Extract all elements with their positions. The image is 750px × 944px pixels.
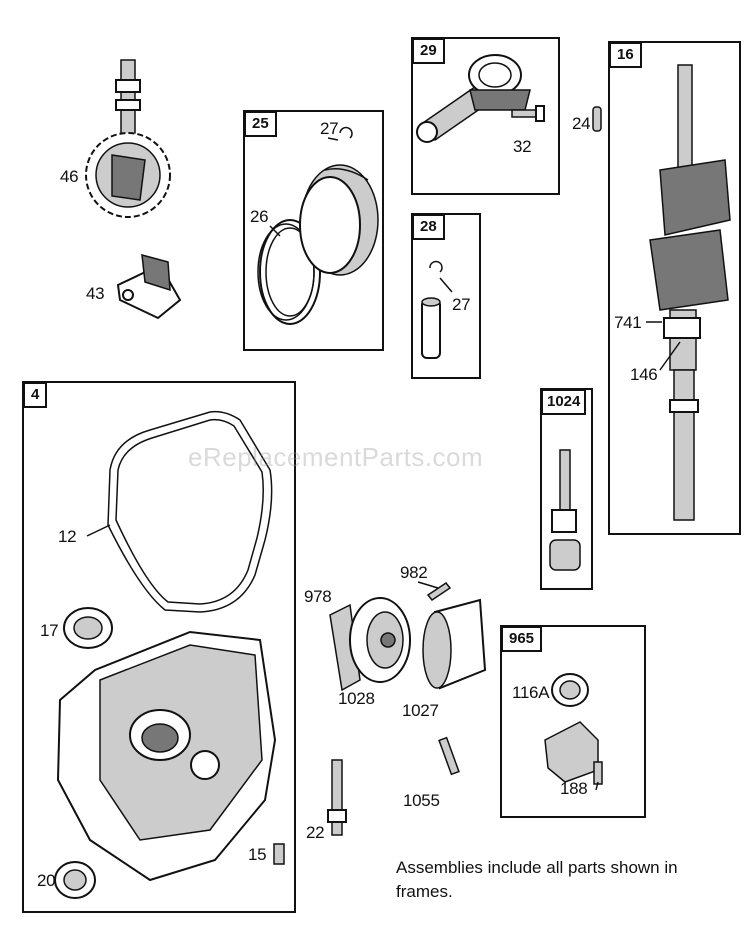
part-label-1028: 1028 [338, 689, 375, 708]
frame-tag-29: 29 [412, 38, 445, 64]
frame-16: 16 [608, 41, 741, 535]
frame-tag-4: 4 [23, 382, 48, 408]
governor-drawing [116, 253, 182, 320]
screw-drawing [426, 581, 452, 602]
part-label-43: 43 [86, 284, 105, 303]
gasket-drawing [107, 410, 273, 613]
frame-25: 25 [243, 110, 384, 351]
cover-plate-drawing [544, 721, 599, 783]
part-label-116a: 116A [512, 683, 550, 702]
leader-lines [86, 137, 681, 791]
oil-seal-drawing [54, 861, 96, 899]
retainer-clip-drawing [339, 126, 353, 139]
part-label-1027: 1027 [402, 701, 439, 720]
wrist-pin-clip-drawing [429, 260, 443, 273]
oil-filter-drawing [422, 598, 487, 690]
part-label-26: 26 [250, 207, 269, 226]
part-label-12: 12 [58, 527, 77, 546]
frame-965: 965 [500, 625, 646, 818]
frame-tag-965: 965 [501, 626, 543, 652]
drain-plug-drawing [273, 843, 285, 865]
connecting-rod-drawing [416, 54, 531, 143]
part-label-32: 32 [513, 137, 532, 156]
frame-28: 28 [411, 213, 481, 379]
wrist-pin-drawing [421, 297, 441, 359]
part-label-27-piston: 27 [320, 119, 339, 138]
oil-pump-drawing [549, 449, 581, 571]
stud-drawing [327, 759, 347, 836]
part-label-188: 188 [560, 779, 588, 798]
frame-1024: 1024 [540, 388, 593, 590]
part-label-24: 24 [572, 114, 591, 133]
crankshaft-drawing [649, 64, 731, 521]
part-label-146: 146 [630, 365, 658, 384]
part-label-741: 741 [614, 313, 642, 332]
part-label-27-pin: 27 [452, 295, 471, 314]
pin-drawing [438, 736, 460, 776]
frame-tag-16: 16 [609, 42, 642, 68]
part-label-46: 46 [60, 167, 79, 186]
watermark-text: eReplacementParts.com [188, 442, 484, 472]
frame-tag-25: 25 [244, 111, 277, 137]
part-label-17: 17 [40, 621, 59, 640]
piston-drawing [299, 164, 379, 276]
camshaft-gear-drawing [85, 59, 171, 218]
frame-29: 29 [411, 37, 560, 195]
part-label-982: 982 [400, 563, 428, 582]
cover-screw-drawing [593, 761, 603, 785]
assemblies-note: Assemblies include all parts shown in fr… [396, 858, 678, 901]
frame-tag-28: 28 [412, 214, 445, 240]
part-label-20: 20 [37, 871, 56, 890]
bearing-drawing [63, 607, 113, 649]
frame-tag-1024: 1024 [541, 389, 587, 415]
part-label-1055: 1055 [403, 791, 440, 810]
seal-ring-drawing [551, 673, 589, 707]
rod-bolt-drawing [511, 105, 545, 122]
crankcase-sump-drawing [56, 630, 277, 882]
part-label-22: 22 [306, 823, 325, 842]
dowel-pin-drawing [592, 106, 602, 132]
part-label-978: 978 [304, 587, 332, 606]
part-label-15: 15 [248, 845, 267, 864]
filter-adapter-drawing [349, 597, 411, 683]
frame-4: 4 [22, 381, 296, 913]
